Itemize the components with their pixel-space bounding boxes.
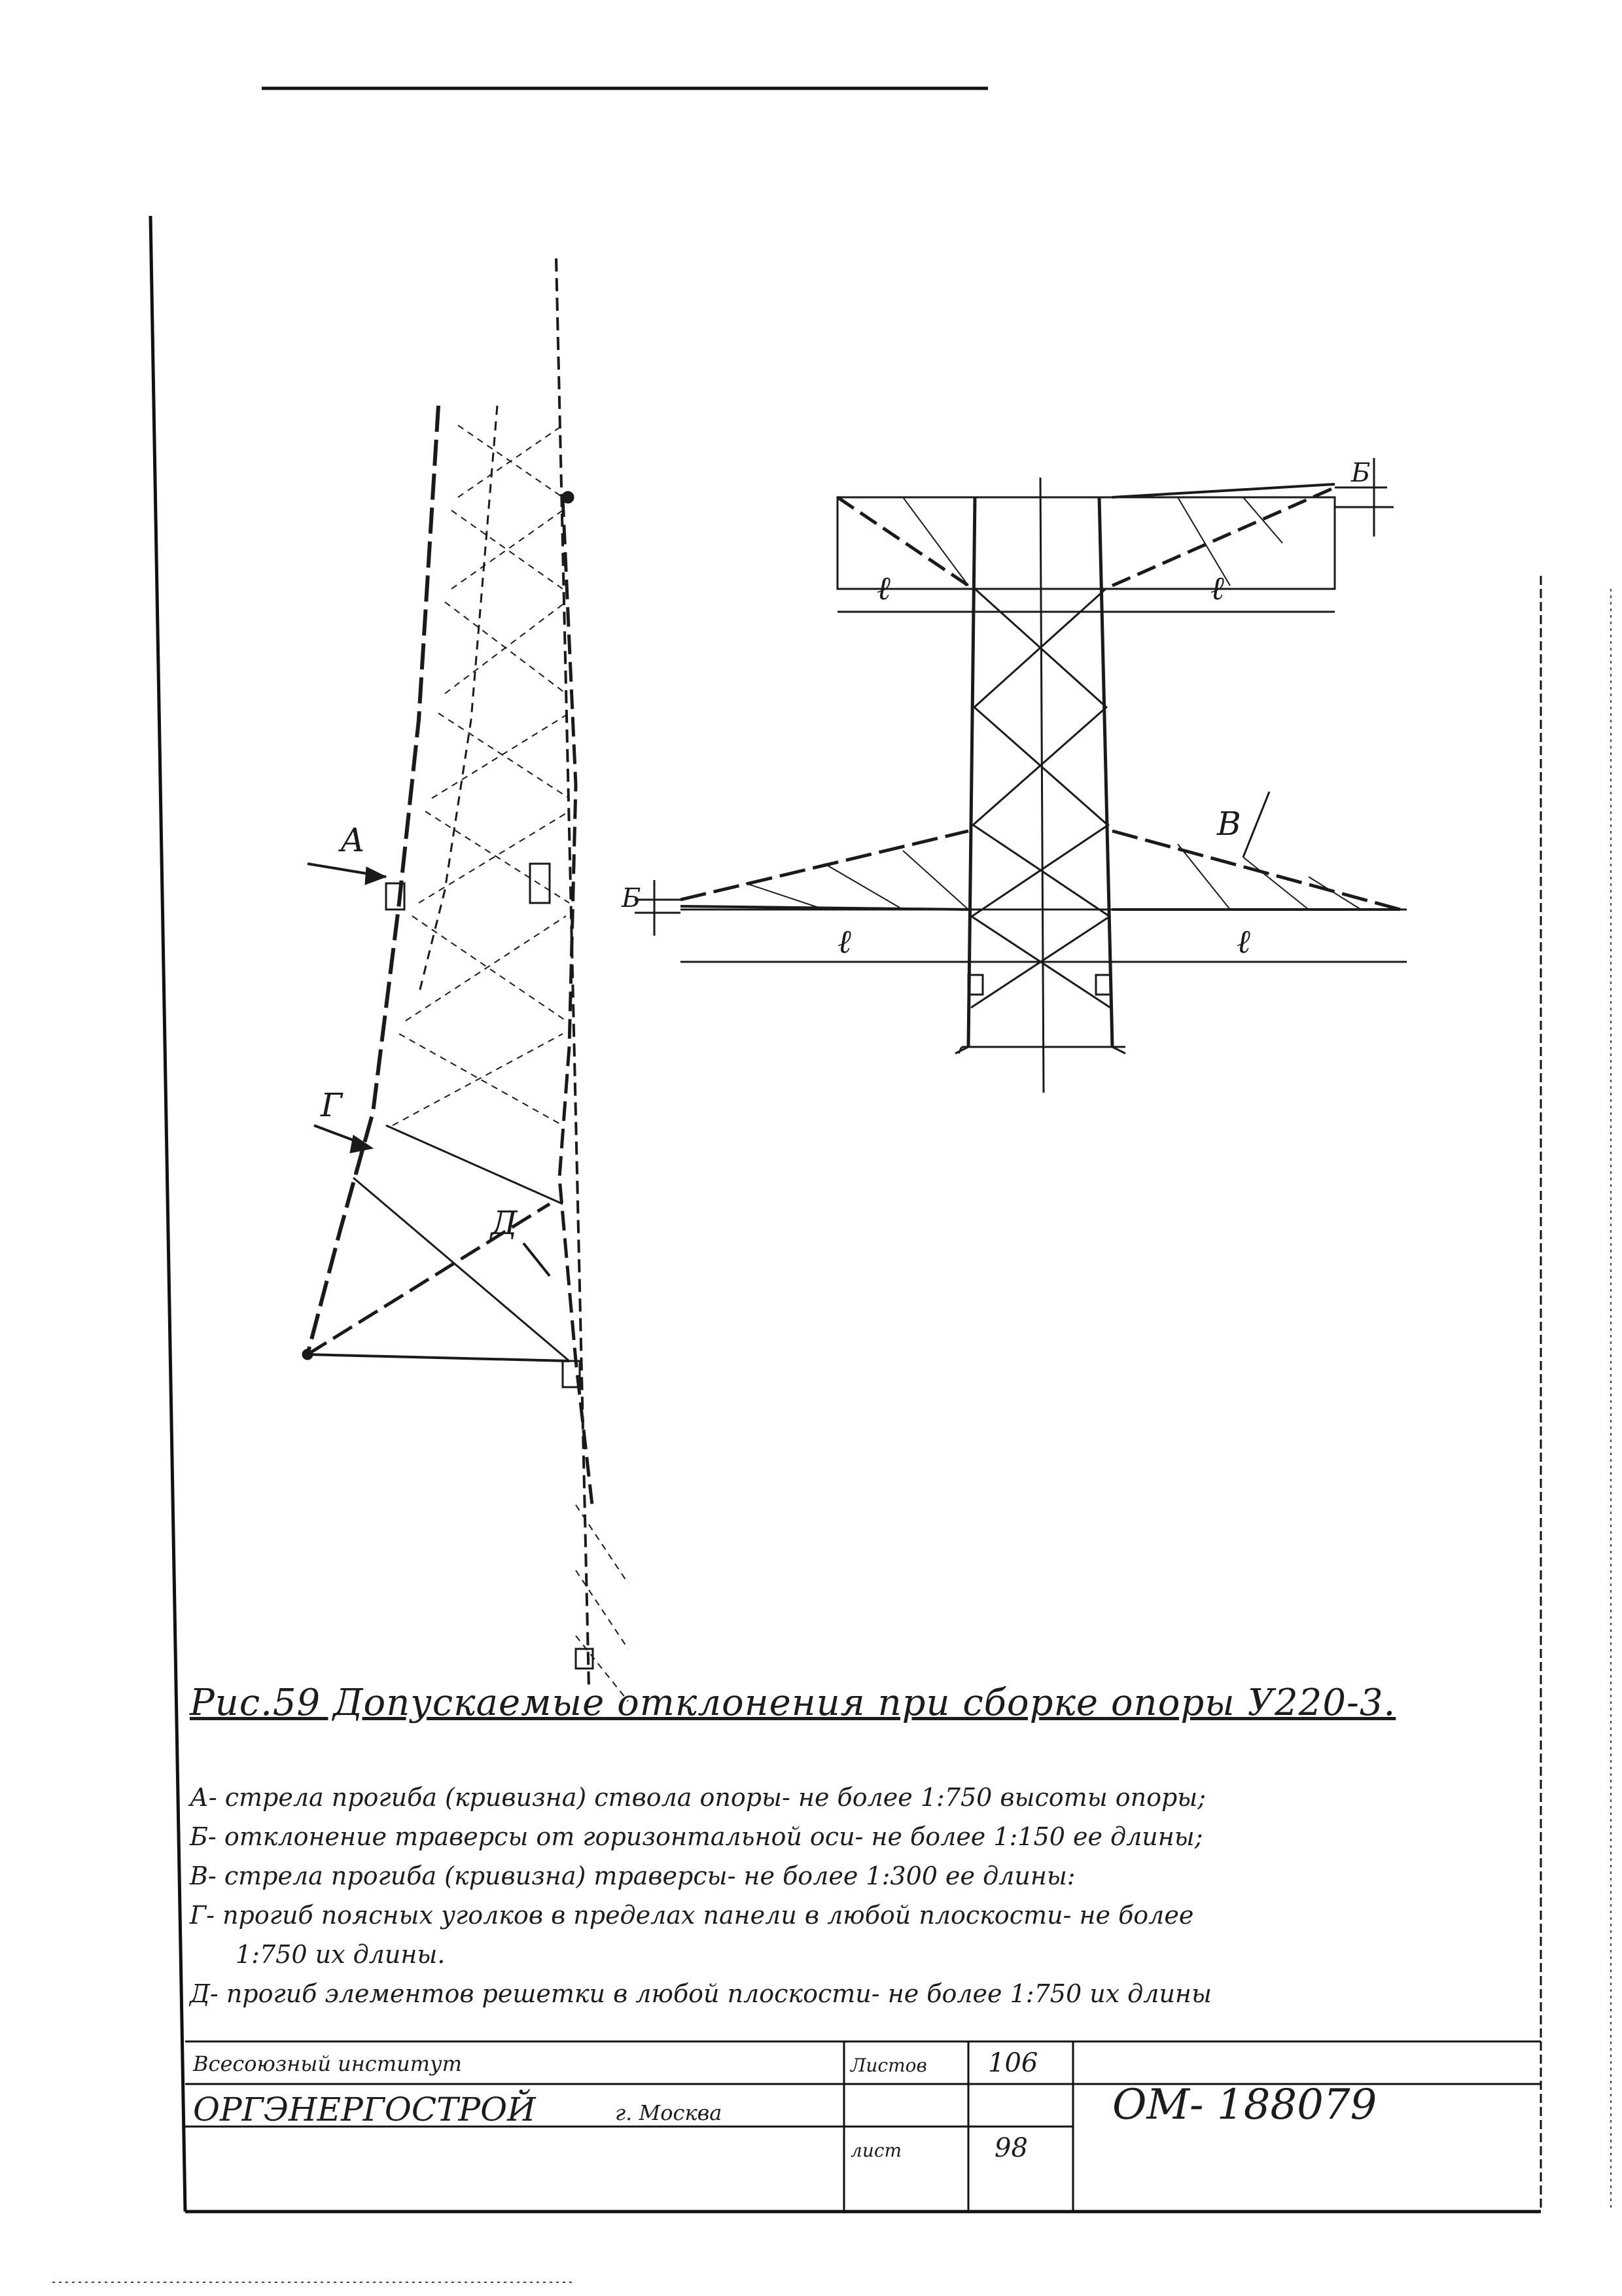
caption-line-g: Г- прогиб поясных уголков в пределах пан… bbox=[190, 1901, 1194, 1930]
label-a: А bbox=[340, 821, 365, 859]
title-block-lines bbox=[185, 2041, 1541, 2212]
figure-title: Рис.59 Допускаемые отклонения при сборке… bbox=[190, 1682, 1396, 1724]
caption-line-v: В- стрела прогиба (кривизна) траверсы- н… bbox=[190, 1862, 1076, 1890]
label-g: Г bbox=[321, 1086, 343, 1124]
label-v: В bbox=[1217, 805, 1241, 843]
label-l-lower-left: ℓ bbox=[837, 923, 851, 961]
caption-line-a: А- стрела прогиба (кривизна) ствола опор… bbox=[190, 1783, 1207, 1812]
caption-line-b: Б- отклонение траверсы от горизонтальной… bbox=[190, 1822, 1203, 1851]
tower-side-view bbox=[302, 258, 629, 1702]
label-b-upper: Б bbox=[1351, 458, 1371, 488]
document-number: ОМ- 188079 bbox=[1112, 2081, 1377, 2129]
institute-line-1: Всесоюзный институт bbox=[193, 2051, 462, 2076]
label-l-lower-right: ℓ bbox=[1237, 923, 1250, 961]
label-l-upper-right: ℓ bbox=[1210, 569, 1224, 607]
label-l-upper-left: ℓ bbox=[877, 569, 890, 607]
sheet-frame bbox=[149, 215, 1542, 2214]
sheets-label: Листов bbox=[851, 2055, 927, 2076]
label-b-lower: Б bbox=[622, 883, 641, 913]
caption-line-g-cont: 1:750 их длины. bbox=[236, 1940, 446, 1969]
institute-name: ОРГЭНЕРГОСТРОЙ bbox=[193, 2091, 536, 2128]
sheets-value: 106 bbox=[988, 2048, 1038, 2078]
sheet-value: 98 bbox=[995, 2133, 1028, 2163]
label-d: Д bbox=[491, 1204, 518, 1242]
institute-city: г. Москва bbox=[615, 2100, 722, 2125]
caption-line-d: Д- прогиб элементов решетки в любой плос… bbox=[190, 1979, 1212, 2008]
sheet-label: лист bbox=[851, 2140, 902, 2161]
tower-front-view bbox=[635, 458, 1407, 1093]
